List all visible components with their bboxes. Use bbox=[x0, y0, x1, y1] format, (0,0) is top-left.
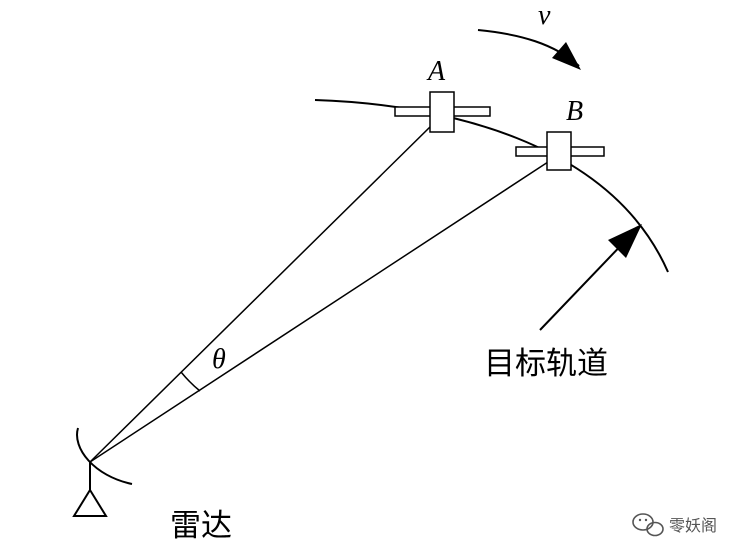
angle-arc bbox=[180, 371, 201, 392]
radar-label: 雷达 bbox=[170, 508, 232, 544]
orbit-label: 目标轨道 bbox=[484, 346, 608, 382]
satellite-a bbox=[394, 91, 491, 133]
radar-antenna bbox=[72, 427, 133, 517]
watermark: 零妖阁 bbox=[632, 513, 717, 537]
satellite-b-label: B bbox=[566, 96, 583, 127]
orbit-pointer-arrow bbox=[539, 235, 631, 331]
watermark-text: 零妖阁 bbox=[669, 516, 717, 535]
wechat-icon bbox=[632, 513, 664, 537]
satellite-a-label: A bbox=[426, 56, 446, 87]
velocity-arrowhead bbox=[552, 42, 581, 70]
target-orbit-arc bbox=[314, 99, 669, 273]
velocity-label: v bbox=[538, 0, 551, 31]
orbit-pointer-arrowhead bbox=[608, 224, 642, 258]
sight-line-b bbox=[89, 161, 549, 463]
angle-label: θ bbox=[212, 344, 226, 375]
satellite-b bbox=[515, 131, 605, 171]
sight-line-a bbox=[89, 124, 433, 463]
